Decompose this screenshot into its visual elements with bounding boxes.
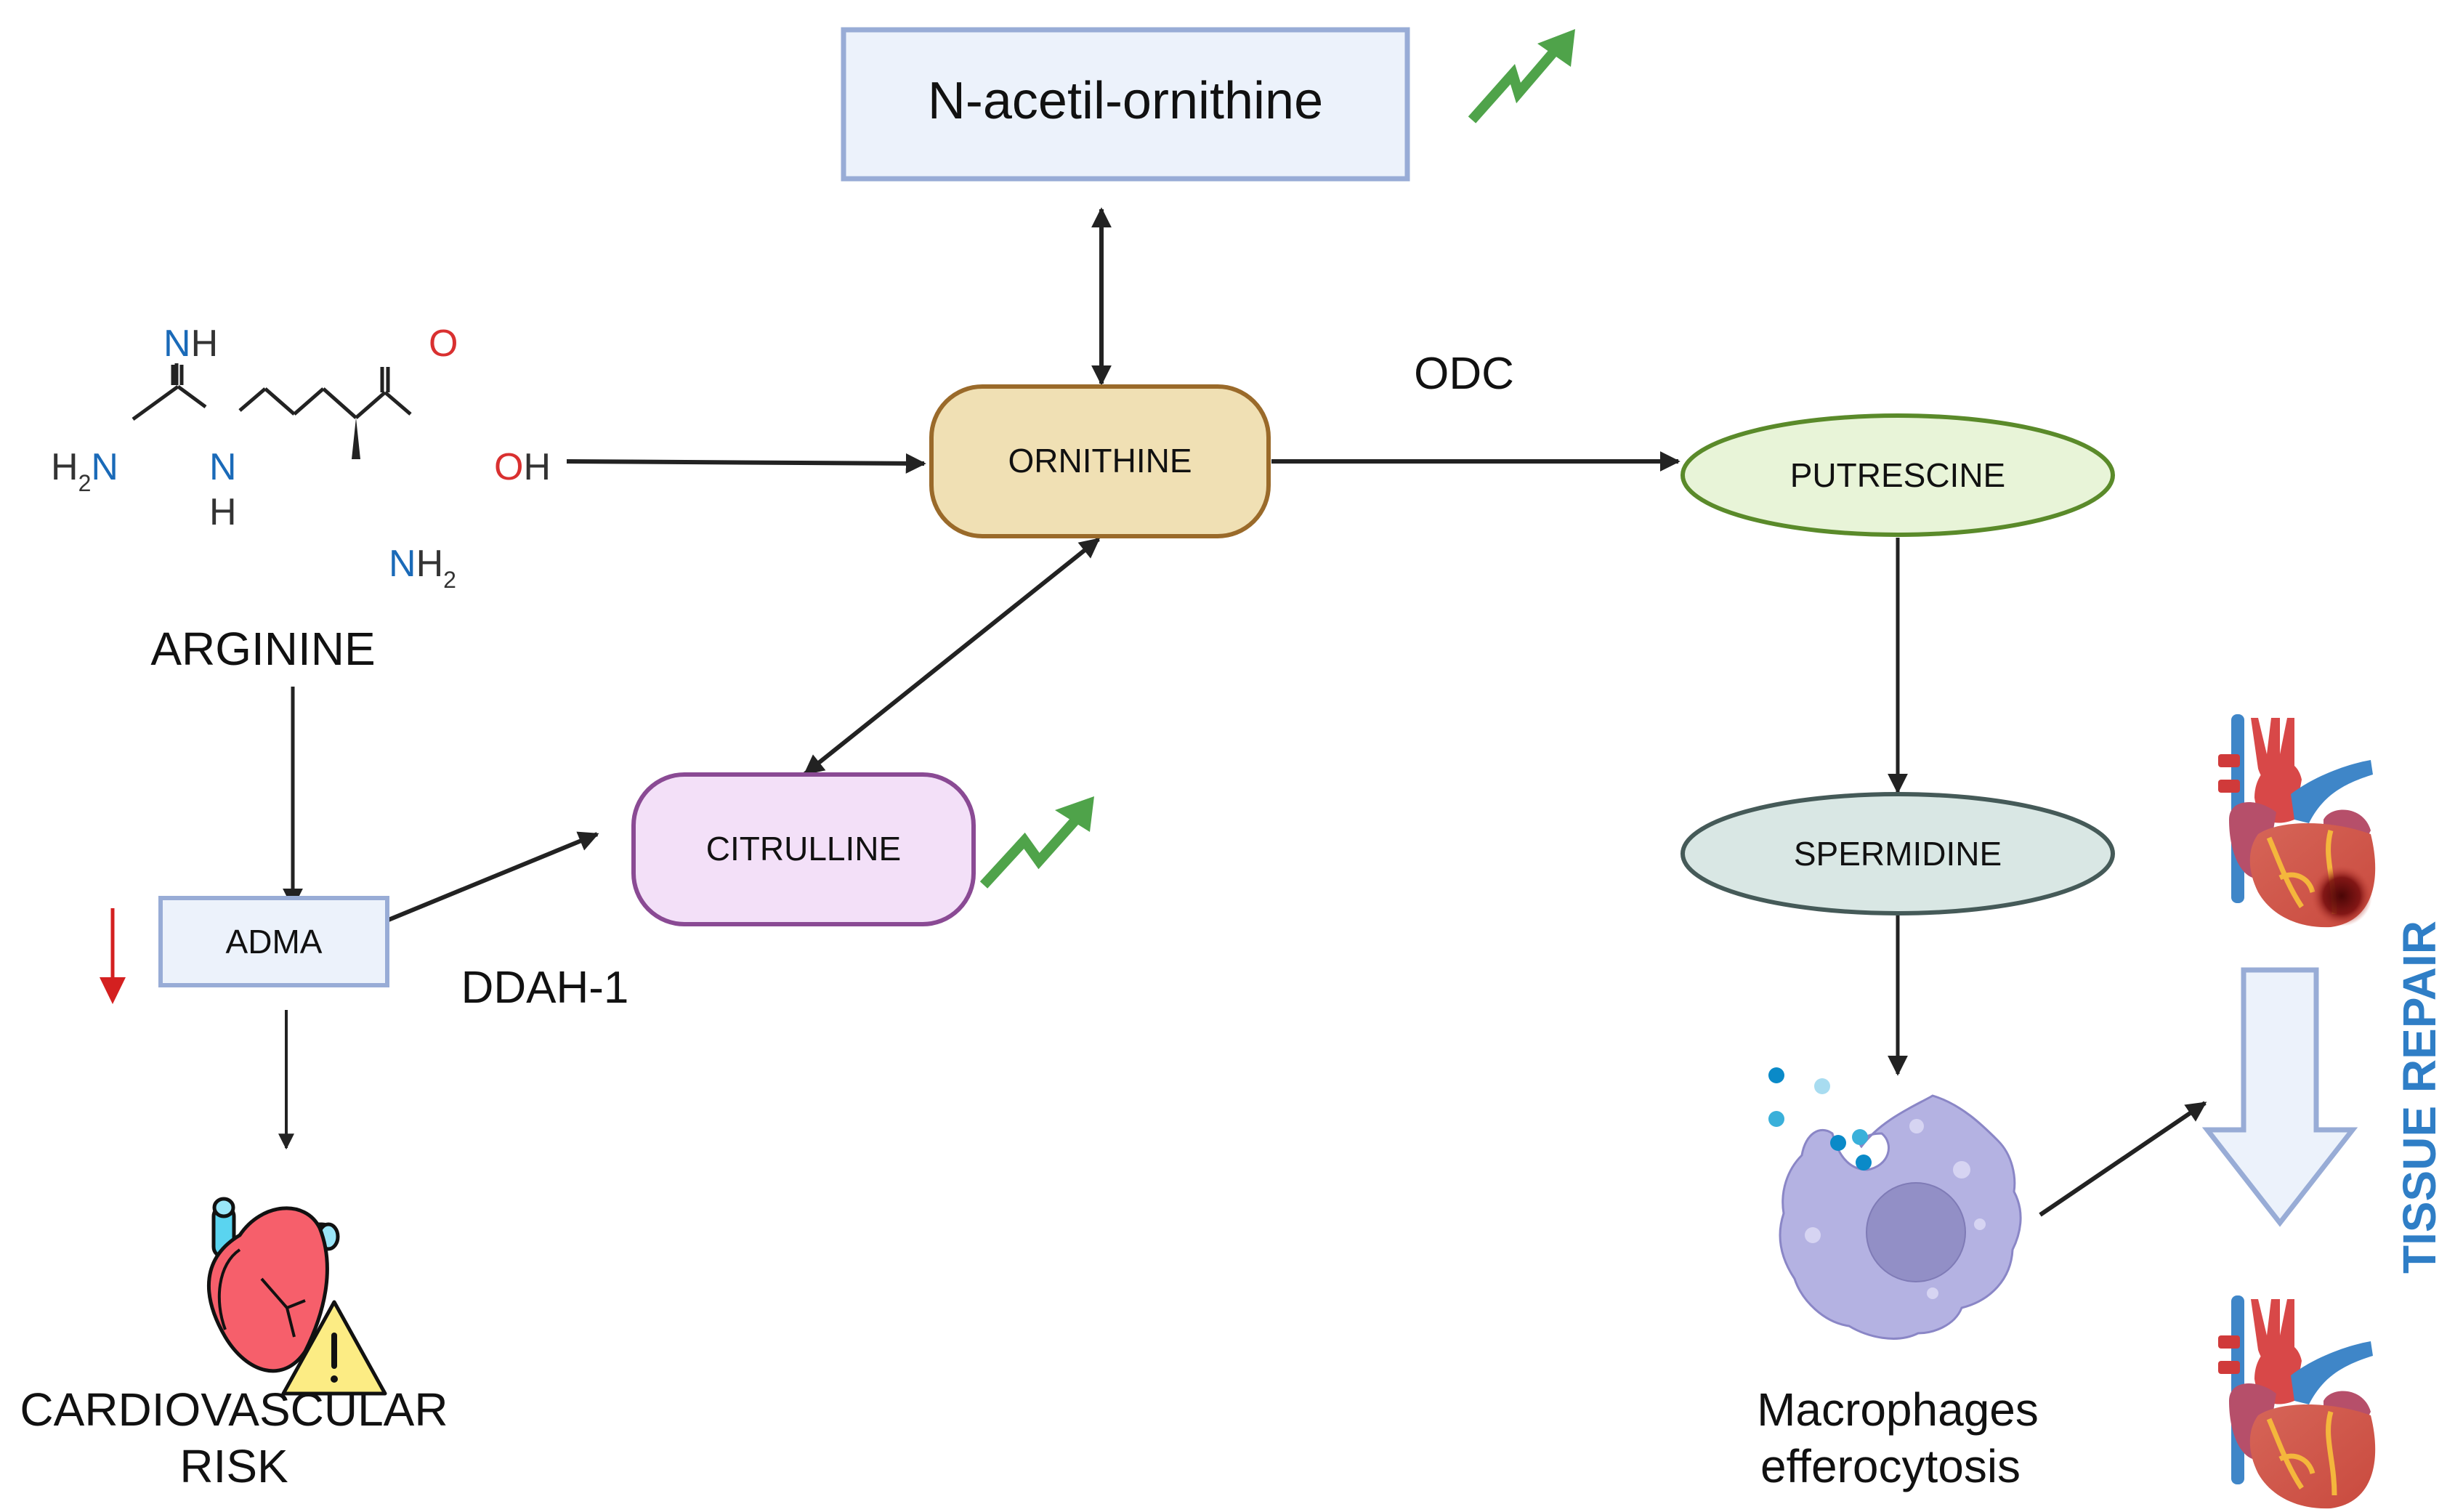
svg-text:O: O	[429, 323, 458, 365]
macrophage-icon	[1768, 1067, 2022, 1340]
arrow-adma-citrulline	[380, 831, 599, 925]
arrow-macrophage-repair	[2039, 1101, 2207, 1217]
node-adma[interactable]: ADMA	[158, 896, 389, 987]
arginine-atoms: NH H2N N H O OH NH2	[51, 323, 551, 593]
putrescine-label: PUTRESCINE	[1790, 456, 2005, 494]
heart-healthy-icon	[2218, 1295, 2376, 1509]
svg-text:N: N	[209, 446, 237, 488]
arrow-ornithine-citrulline	[803, 537, 1101, 776]
arginine-label: ARGININE	[150, 623, 375, 675]
arginine-structure	[132, 363, 412, 459]
trend-up-icon	[1468, 29, 1575, 124]
arrow-arginine-ornithine	[566, 453, 926, 474]
node-ornithine[interactable]: ORNITHINE	[929, 384, 1271, 538]
node-n-acetil-ornithine[interactable]: N-acetil-ornithine	[841, 27, 1410, 182]
enzyme-odc-label: ODC	[1414, 349, 1514, 399]
heart-warning-icon	[206, 1197, 387, 1396]
adma-label: ADMA	[226, 923, 323, 961]
cvrisk-label-line2: RISK	[179, 1440, 288, 1492]
tissue-repair-arrow	[2201, 967, 2358, 1227]
svg-text:NH: NH	[163, 323, 218, 365]
svg-text:H: H	[209, 491, 237, 533]
macrophage-label-line2: efferocytosis	[1760, 1440, 2021, 1492]
trend-up-icon	[979, 796, 1094, 889]
svg-text:NH2: NH2	[389, 543, 456, 593]
tissue-repair-label: TISSUE REPAIR	[2393, 921, 2446, 1274]
trend-down-icon	[100, 908, 126, 1004]
node-spermidine[interactable]: SPERMIDINE	[1681, 792, 2115, 915]
enzyme-ddah1-label: DDAH-1	[461, 963, 629, 1013]
n-acetil-label: N-acetil-ornithine	[928, 72, 1323, 130]
spermidine-label: SPERMIDINE	[1794, 835, 2002, 873]
heart-infarct-icon	[2218, 714, 2376, 928]
node-putrescine[interactable]: PUTRESCINE	[1681, 413, 2115, 537]
ornithine-label: ORNITHINE	[1008, 442, 1192, 480]
svg-text:H2N: H2N	[51, 446, 118, 496]
svg-text:OH: OH	[494, 446, 551, 488]
citrulline-label: CITRULLINE	[706, 830, 901, 868]
node-citrulline[interactable]: CITRULLINE	[631, 772, 976, 926]
macrophage-label-line1: Macrophages	[1757, 1383, 2039, 1436]
cvrisk-label-line1: CARDIOVASCULAR	[20, 1383, 448, 1436]
